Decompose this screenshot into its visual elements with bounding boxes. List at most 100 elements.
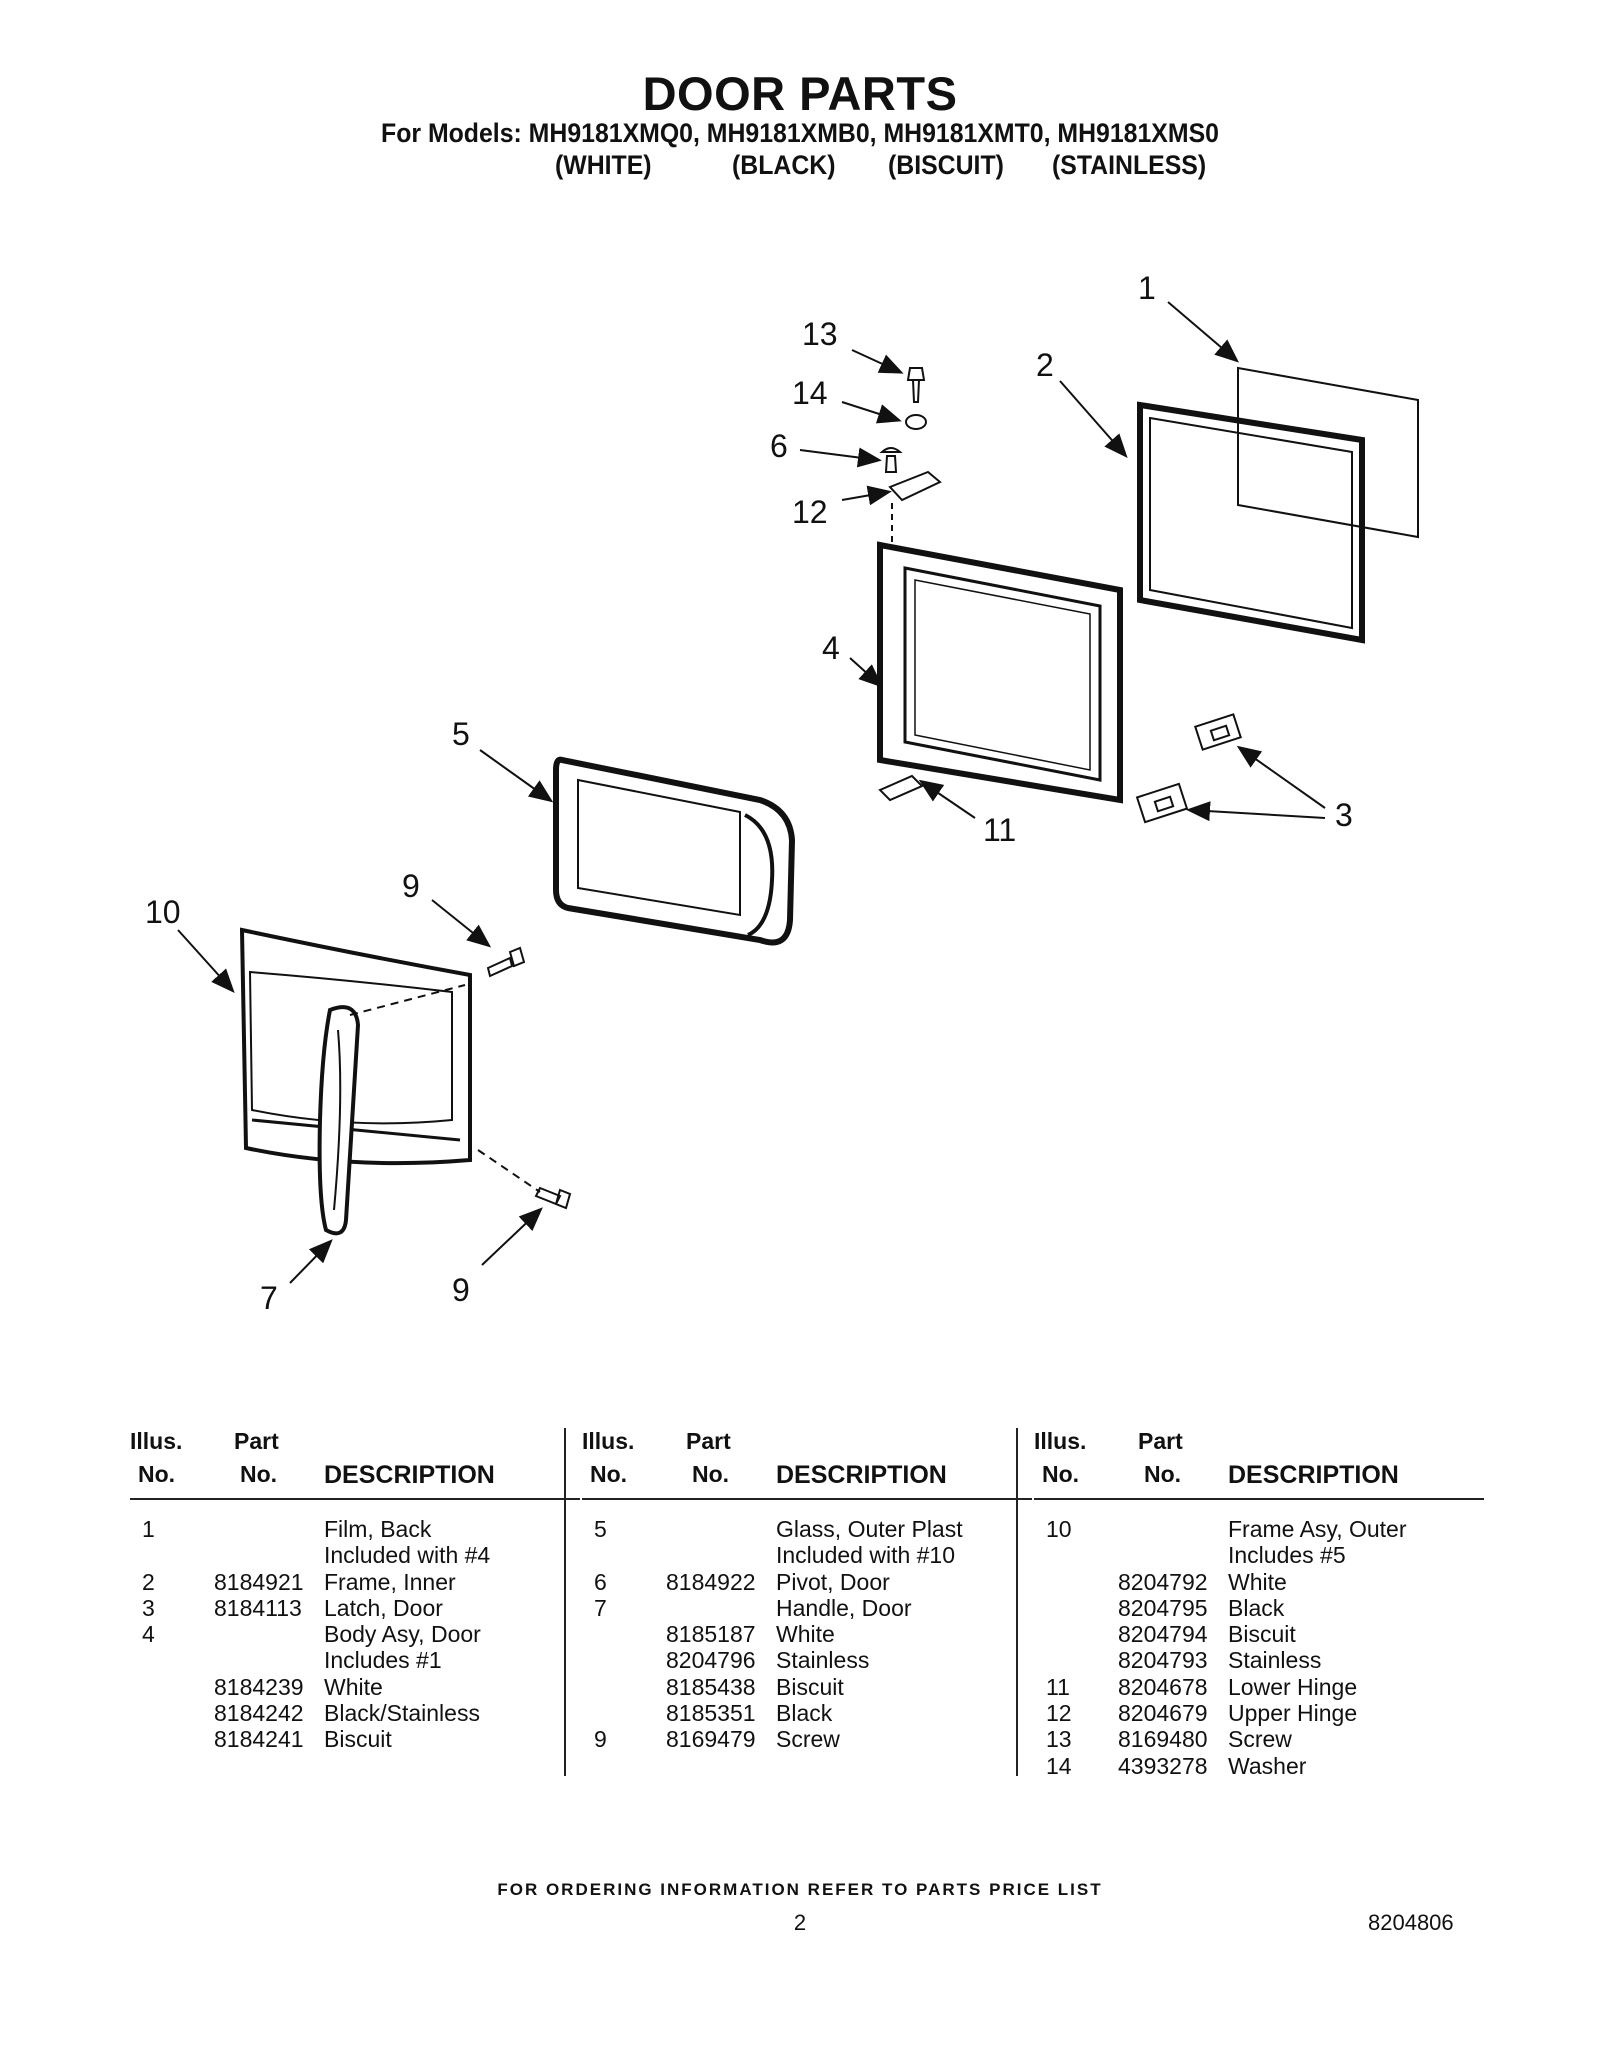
color-stainless: (STAINLESS) <box>1052 150 1207 180</box>
illus-no-cell: 7 <box>594 1594 607 1621</box>
description-cell: White <box>1228 1568 1287 1595</box>
page-number: 2 <box>793 1910 807 1935</box>
illus-no-cell: 9 <box>594 1726 607 1753</box>
table-divider <box>564 1428 566 1776</box>
callout-4: 4 <box>822 630 840 666</box>
part-no-cell: 8185438 <box>666 1673 756 1700</box>
illus-header: Illus. <box>1034 1428 1087 1454</box>
part-header: Part <box>686 1428 731 1454</box>
description-cell: White <box>324 1673 383 1700</box>
description-cell: White <box>776 1621 835 1648</box>
description-cell: Pivot, Door <box>776 1568 890 1595</box>
table-divider <box>1016 1428 1018 1776</box>
description-cell: Black <box>776 1700 833 1727</box>
latch-bottom-part <box>1135 782 1189 824</box>
part-no-cell: 8204792 <box>1118 1568 1208 1595</box>
part-no-cell: 8184922 <box>666 1568 756 1595</box>
description-cell: Biscuit <box>1228 1621 1296 1648</box>
description-cell: Frame Asy, Outer <box>1228 1516 1407 1542</box>
illus-no-cell: 4 <box>142 1621 155 1648</box>
latch-top-part <box>1194 713 1242 751</box>
description-cell: Biscuit <box>324 1726 392 1753</box>
part-no-cell: 8184113 <box>214 1594 302 1621</box>
part-no-header: No. <box>1144 1461 1182 1487</box>
table-row: 1 Film, Back <box>130 1516 580 1542</box>
part-no-cell: 8169480 <box>1118 1726 1208 1753</box>
part-no-cell: 8184242 <box>214 1700 304 1727</box>
table-row: 8184241 Biscuit <box>130 1726 580 1752</box>
part-no-cell: 8169479 <box>666 1726 756 1753</box>
lower-hinge-part <box>878 774 924 802</box>
description-header: DESCRIPTION <box>1228 1461 1399 1489</box>
illus-no-cell: 12 <box>1046 1700 1072 1727</box>
parts-table-1: Illus. No. Part No. DESCRIPTION 1 Film, B… <box>130 1428 580 1753</box>
film-back-part <box>1237 366 1419 539</box>
color-biscuit: (BISCUIT) <box>888 150 1004 180</box>
color-white: (WHITE) <box>555 150 652 180</box>
table-row: Includes #1 <box>130 1647 580 1673</box>
part-no-cell: 8204793 <box>1118 1647 1208 1674</box>
description-cell: Latch, Door <box>324 1594 443 1621</box>
color-black: (BLACK) <box>732 150 836 180</box>
part-no-cell: 8204795 <box>1118 1594 1208 1621</box>
description-cell: Upper Hinge <box>1228 1700 1358 1727</box>
description-cell: Included with #4 <box>324 1542 491 1569</box>
inner-frame-part <box>1137 401 1365 644</box>
description-cell: Biscuit <box>776 1673 844 1700</box>
illus-no-header: No. <box>138 1461 176 1487</box>
part-no-cell: 8204796 <box>666 1647 756 1674</box>
part-no-cell: 8204678 <box>1118 1673 1208 1700</box>
part-no-cell: 8204794 <box>1118 1621 1208 1648</box>
page-title: DOOR PARTS <box>642 67 958 120</box>
callout-13: 13 <box>802 316 838 352</box>
table-row: 8204792 White <box>1034 1569 1484 1595</box>
table-header: Illus. No. Part No. DESCRIPTION <box>130 1428 580 1500</box>
description-cell: Included with #10 <box>776 1542 956 1569</box>
description-cell: Washer <box>1228 1752 1307 1779</box>
table-row: Includes #5 <box>1034 1542 1484 1568</box>
callout-5: 5 <box>452 716 470 752</box>
part-header: Part <box>234 1428 279 1454</box>
description-cell: Screw <box>1228 1726 1292 1753</box>
callout-3: 3 <box>1335 797 1353 833</box>
part-header: Part <box>1138 1428 1183 1454</box>
ordering-note: FOR ORDERING INFORMATION REFER TO PARTS … <box>497 1880 1103 1899</box>
table-row: 8204793 Stainless <box>1034 1647 1484 1673</box>
part-no-cell: 8184241 <box>214 1726 304 1753</box>
pivot-part <box>879 447 903 473</box>
callout-12: 12 <box>792 494 828 530</box>
part-no-cell: 8204679 <box>1118 1700 1208 1727</box>
illus-no-cell: 14 <box>1046 1752 1072 1779</box>
illus-no-header: No. <box>1042 1461 1080 1487</box>
models-line: For Models: MH9181XMQ0, MH9181XMB0, MH91… <box>381 118 1219 148</box>
description-cell: Stainless <box>1228 1647 1322 1674</box>
illus-no-cell: 1 <box>142 1516 155 1542</box>
screw-lower-part <box>534 1186 572 1210</box>
description-cell: Body Asy, Door <box>324 1621 481 1648</box>
description-cell: Lower Hinge <box>1228 1673 1358 1700</box>
table-row: Included with #4 <box>130 1542 580 1568</box>
illus-header: Illus. <box>582 1428 635 1454</box>
description-header: DESCRIPTION <box>324 1461 495 1489</box>
part-no-header: No. <box>692 1461 730 1487</box>
description-header: DESCRIPTION <box>776 1461 947 1489</box>
part-no-header: No. <box>240 1461 278 1487</box>
description-cell: Stainless <box>776 1647 870 1674</box>
description-cell: Glass, Outer Plast <box>776 1516 963 1542</box>
description-cell: Film, Back <box>324 1516 432 1542</box>
table-row: 4 Body Asy, Door <box>130 1621 580 1647</box>
callout-6: 6 <box>770 428 788 464</box>
callout-1: 1 <box>1138 270 1156 306</box>
callout-7: 7 <box>260 1280 278 1316</box>
table-row: 12 8204679 Upper Hinge <box>1034 1700 1484 1726</box>
